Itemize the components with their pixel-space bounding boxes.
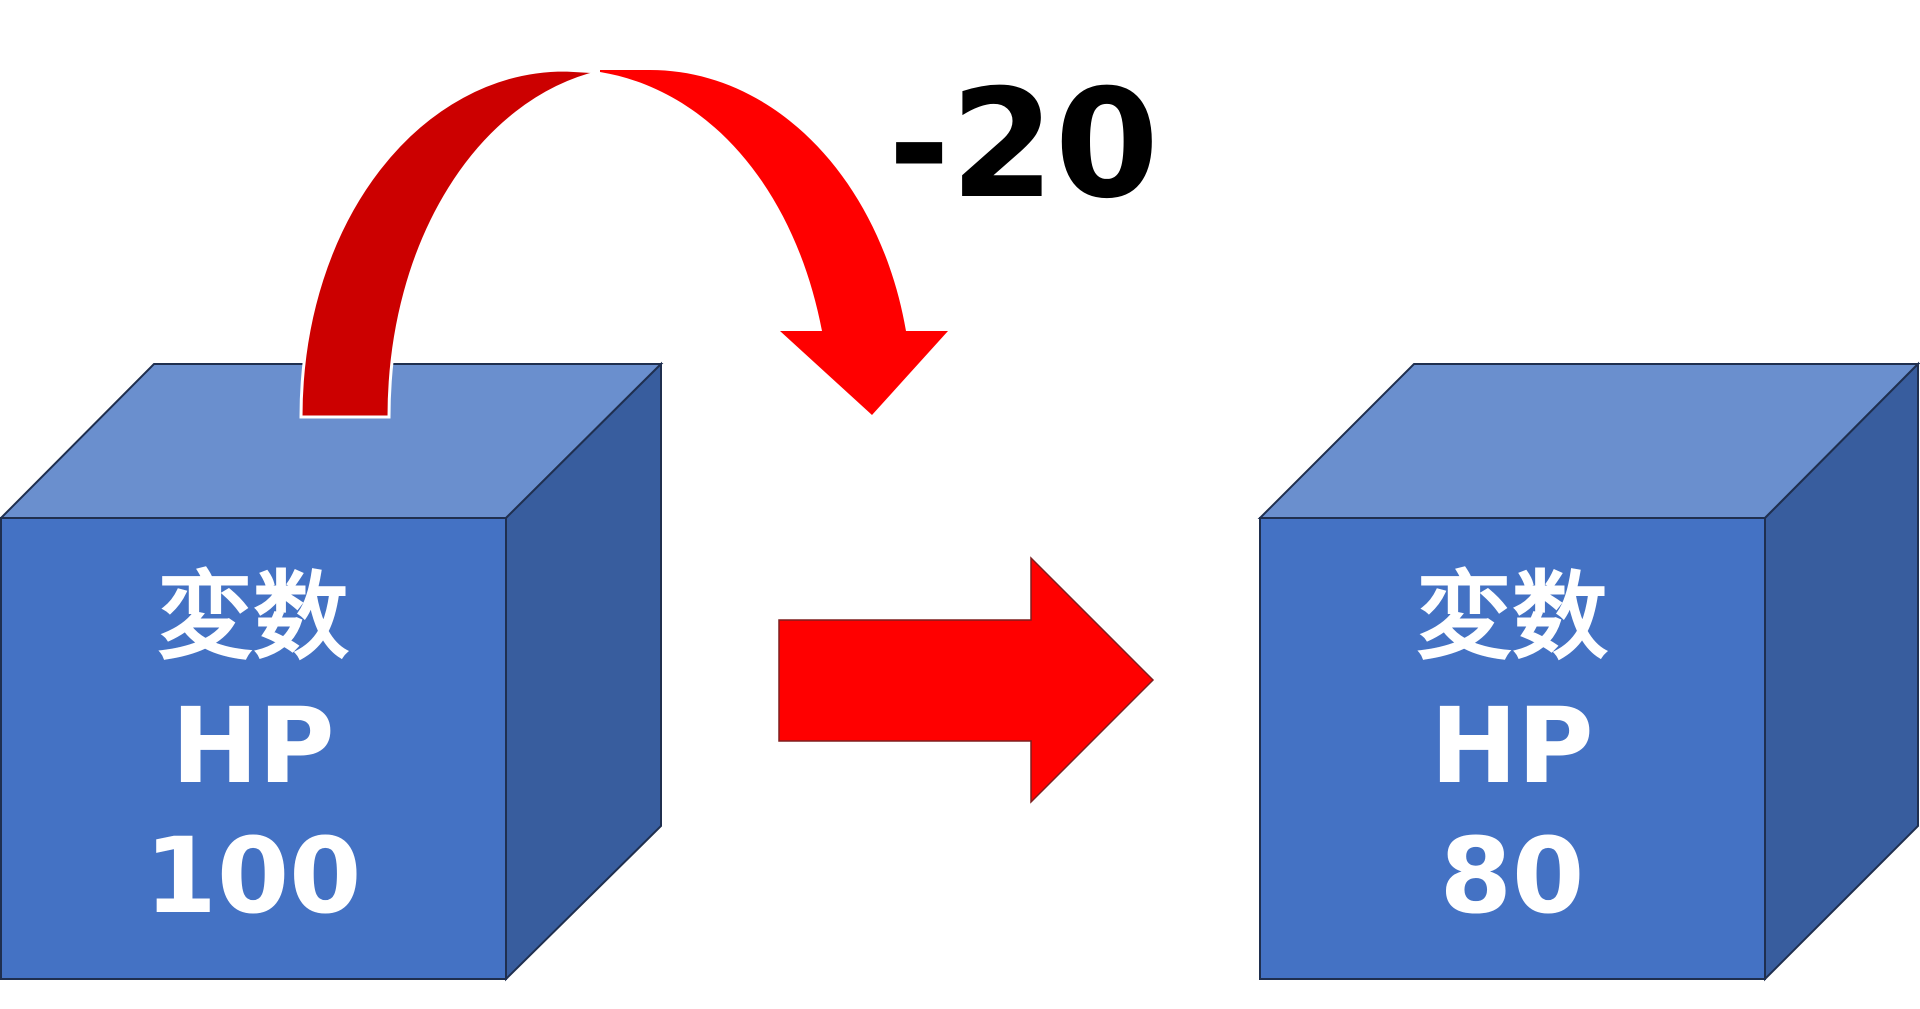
- after-box-label-name: HP: [1430, 685, 1593, 807]
- after-box-label-variable: 変数: [1416, 561, 1608, 673]
- delta-label: -20: [888, 58, 1159, 232]
- before-box-label-variable: 変数: [157, 561, 349, 673]
- before-box-value: 100: [144, 815, 361, 937]
- right-arrow-icon: [778, 556, 1155, 804]
- curved-arrow-back-arm: [299, 68, 601, 419]
- after-box-value: 80: [1440, 815, 1585, 937]
- after-variable-box: 変数 HP 80: [1257, 361, 1920, 982]
- before-variable-box: 変数 HP 100: [0, 361, 664, 982]
- cube-front-face: [1259, 517, 1766, 980]
- curved-subtract-arrow: [299, 68, 948, 419]
- curved-arrow-front-arm: [600, 70, 948, 415]
- before-box-label-name: HP: [171, 685, 334, 807]
- cube-front-face: [0, 517, 507, 980]
